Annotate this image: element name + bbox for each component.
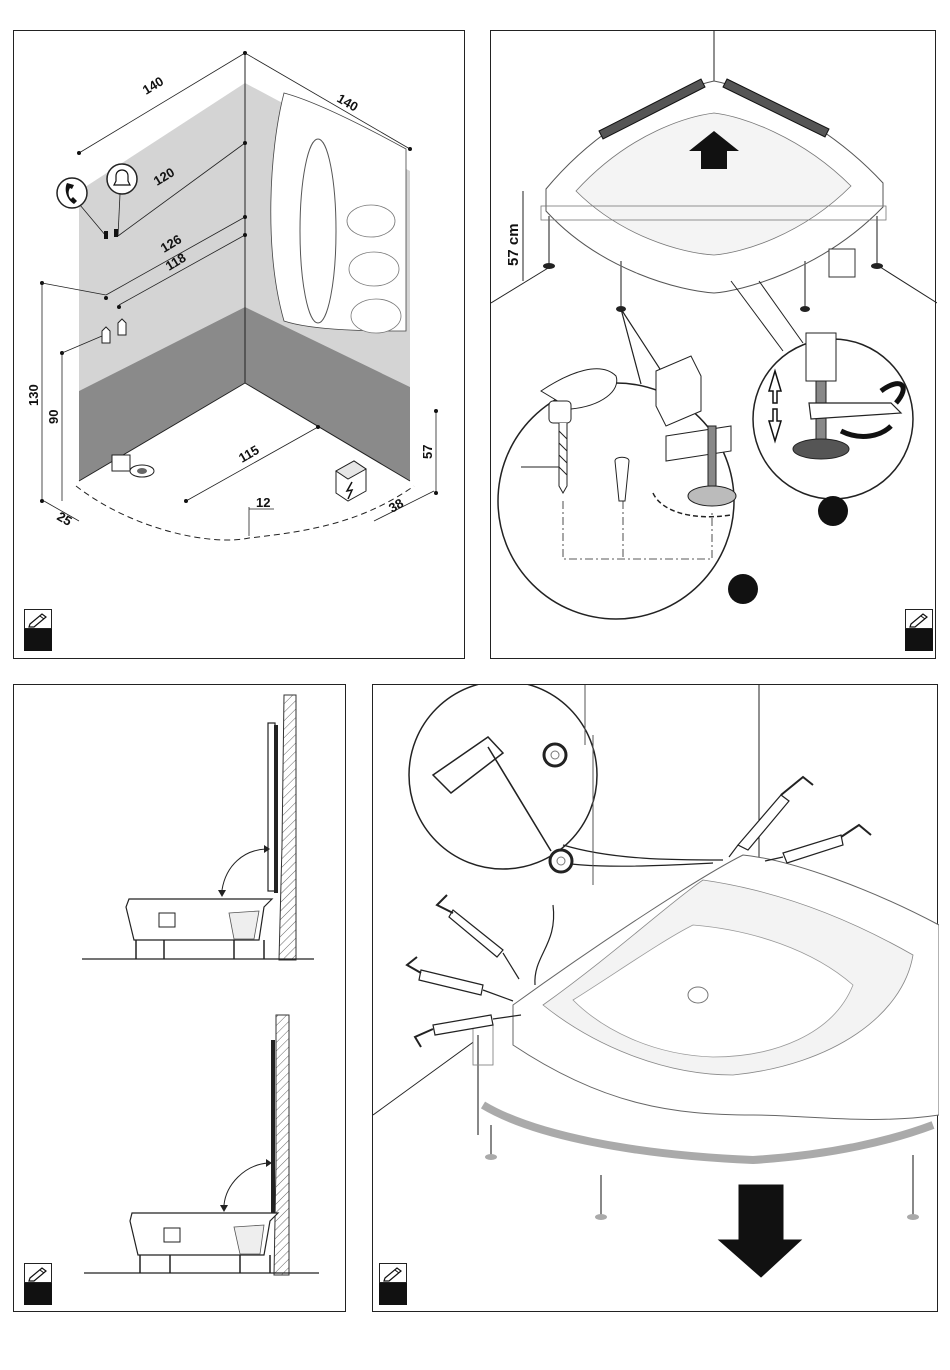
caulking-gun-2: [765, 825, 871, 863]
sealing-diagram: [373, 685, 939, 1313]
dim-25: 25: [55, 509, 75, 529]
profile-diagram: [14, 685, 347, 1313]
caulking-gun-5: [415, 1015, 521, 1047]
step-marker-1: [728, 574, 758, 604]
panel-room-dimensions: 140 140 120 126 118 130 90 115 57 25: [13, 30, 465, 659]
shelf-2: [349, 252, 399, 286]
levelling-diagram: 57 cm: [491, 31, 937, 660]
dim-38: 38: [386, 495, 406, 515]
wall-upper: [279, 695, 296, 960]
caulking-gun-4: [407, 957, 513, 1001]
pencil-icon: [24, 1263, 52, 1305]
dim-115: 115: [236, 442, 262, 465]
drain-fitting: [112, 455, 154, 477]
dim-130: 130: [26, 384, 41, 406]
pencil-icon: [379, 1263, 407, 1305]
caulking-gun-1: [729, 777, 813, 857]
dim-90: 90: [46, 410, 61, 424]
panel-levelling: 57 cm: [490, 30, 936, 659]
shelf-1: [347, 205, 395, 237]
step-marker-2: [818, 496, 848, 526]
dim-140-left: 140: [140, 74, 166, 98]
pencil-icon: [905, 609, 933, 651]
wall-lower: [274, 1015, 289, 1275]
pencil-icon: [24, 609, 52, 651]
room-diagram: 140 140 120 126 118 130 90 115 57 25: [14, 31, 466, 660]
electric-box-icon: [336, 461, 366, 501]
height-label: 57 cm: [505, 223, 522, 266]
wall-panel-upper: [268, 723, 275, 891]
arrow-down-icon: [719, 1185, 801, 1277]
panel-sealing: [372, 684, 938, 1312]
dim-140-right: 140: [335, 91, 361, 115]
panel-side-profile: [13, 684, 346, 1312]
shelf-3: [351, 299, 401, 333]
caulking-gun-3: [437, 895, 519, 979]
wall-panel-lower: [271, 1040, 275, 1215]
mirror: [300, 139, 336, 323]
dim-12: 12: [256, 495, 270, 510]
dim-57: 57: [420, 445, 435, 459]
tub-outline: [76, 486, 414, 540]
